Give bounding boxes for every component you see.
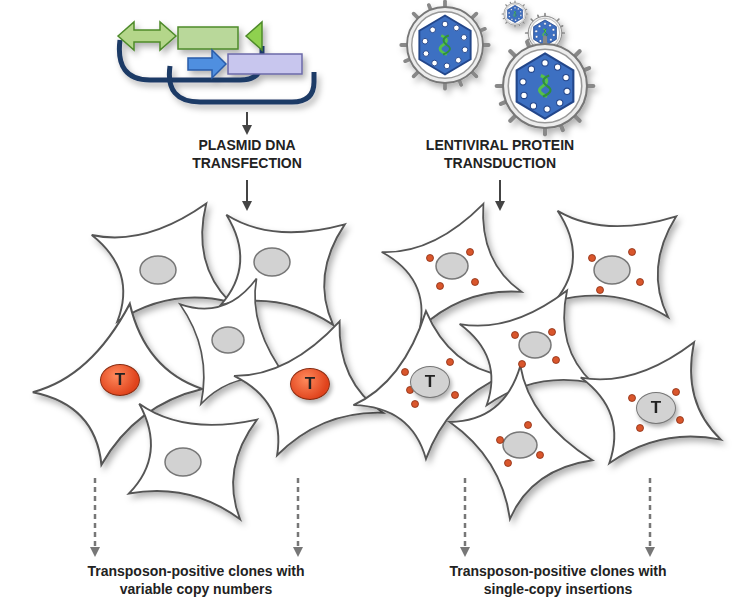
cells-right	[343, 196, 722, 521]
transposon-mark: T	[305, 374, 315, 394]
transposon-mark: T	[115, 370, 125, 390]
nucleus	[140, 248, 290, 476]
nucleus: T	[410, 366, 450, 398]
clone-arrow	[95, 478, 650, 552]
nucleus: T	[290, 368, 330, 400]
cells-left	[23, 200, 384, 523]
nucleus: T	[100, 364, 140, 396]
result-label: Transposon-positive clones with variable…	[81, 562, 311, 598]
result-label: Transposon-positive clones with single-c…	[443, 562, 673, 598]
transposon-mark: T	[651, 398, 661, 418]
nucleus	[436, 253, 630, 458]
transposase-protein	[402, 249, 684, 467]
lentiviral-particles	[401, 1, 593, 134]
step-label: LENTIVIRAL PROTEIN TRANSDUCTION	[395, 136, 605, 172]
nucleus: T	[636, 392, 676, 424]
transposon-mark: T	[425, 372, 435, 392]
step-label: PLASMID DNA TRANSFECTION	[172, 136, 322, 172]
plasmid-dna	[118, 22, 314, 102]
